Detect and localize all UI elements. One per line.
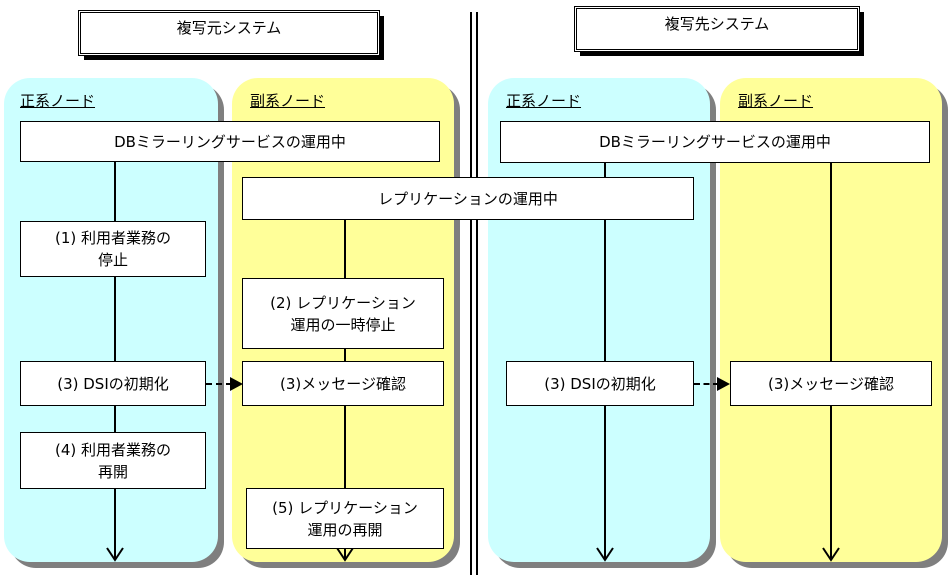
source-step4-box: (4) 利用者業務の 再開 xyxy=(20,432,206,489)
source-replication-box: レプリケーションの運用中 xyxy=(242,177,694,220)
source-step3-confirm-box: (3)メッセージ確認 xyxy=(242,361,444,406)
target-primary-flow-line xyxy=(604,160,606,558)
arrowhead-down xyxy=(822,547,840,562)
source-step5-box: (5) レプリケーション 運用の再開 xyxy=(246,488,444,549)
source-step1-box: (1) 利用者業務の 停止 xyxy=(20,221,206,277)
system-divider-left xyxy=(470,12,472,575)
target-secondary-label: 副系ノード xyxy=(738,92,814,110)
source-system-title: 複写元システム xyxy=(78,10,380,56)
system-divider-right xyxy=(476,12,478,575)
target-step3-confirm-box: (3)メッセージ確認 xyxy=(730,361,932,406)
arrowhead-down xyxy=(106,547,124,562)
target-secondary-flow-line xyxy=(830,160,832,558)
source-system-title-text: 複写元システム xyxy=(176,19,282,37)
source-step3-init-box: (3) DSIの初期化 xyxy=(20,361,206,406)
arrowhead-down xyxy=(596,547,614,562)
target-system-title: 複写先システム xyxy=(574,6,860,52)
target-system-title-text: 複写先システム xyxy=(664,15,770,33)
arrowhead-down xyxy=(336,547,354,562)
target-message-dashed-arrow xyxy=(694,383,719,385)
source-mirroring-box: DBミラーリングサービスの運用中 xyxy=(20,121,440,162)
source-primary-label: 正系ノード xyxy=(20,92,96,110)
arrowhead-right xyxy=(717,377,730,391)
source-secondary-label: 副系ノード xyxy=(250,92,326,110)
target-primary-label: 正系ノード xyxy=(506,92,582,110)
arrowhead-right xyxy=(230,377,243,391)
target-step3-init-box: (3) DSIの初期化 xyxy=(506,361,694,406)
source-primary-flow-line xyxy=(114,160,116,558)
source-step2-box: (2) レプリケーション 運用の一時停止 xyxy=(242,278,444,349)
target-mirroring-box: DBミラーリングサービスの運用中 xyxy=(500,121,930,163)
source-message-dashed-arrow xyxy=(206,383,232,385)
